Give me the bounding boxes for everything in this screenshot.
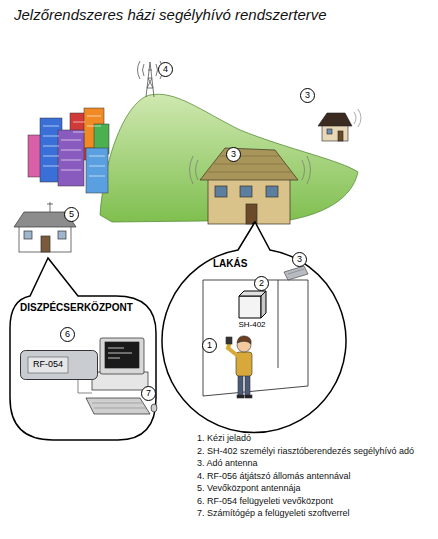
big-house-part <box>215 186 227 197</box>
alarm-transmitter-box: SH-402 <box>234 288 270 334</box>
callout-number: 3 <box>292 252 307 267</box>
dispatch-house-part <box>19 226 71 252</box>
wall-antenna-part <box>284 266 308 280</box>
small-house-part <box>322 124 348 141</box>
city-buildings-part <box>43 116 105 176</box>
legend-row: 4. RF-056 átjátszó állomás antennával <box>197 470 435 483</box>
device-outline-part <box>21 351 98 380</box>
person-figure-part <box>226 337 232 344</box>
room-lines-part <box>278 280 279 368</box>
big-house-part <box>266 186 278 197</box>
callout-number: 3 <box>300 88 315 103</box>
person-figure <box>226 336 252 398</box>
computer-drawing-part <box>92 372 148 390</box>
dispatch-house-part <box>47 202 53 212</box>
diagram-title: Jelzőrendszeres házi segélyhívó rendszer… <box>14 6 327 23</box>
legend-row: 1. Kézi jeladó <box>197 432 435 445</box>
city-buildings <box>28 108 109 193</box>
node-label: SH-402 <box>234 320 270 330</box>
legend-row: 5. Vevőközpont antennája <box>197 482 435 495</box>
city-buildings-part <box>86 148 108 193</box>
small-house-part <box>354 109 361 127</box>
relay-tower-part <box>146 62 154 97</box>
callout-number: 4 <box>158 62 173 77</box>
person-figure-part <box>237 395 244 398</box>
wall-antenna <box>284 266 308 280</box>
computer-drawing-part <box>108 348 132 358</box>
legend-text: 7. Számítógép a felügyeleti szoftverrel <box>197 508 350 518</box>
small-house <box>318 109 361 141</box>
legend-text: 5. Vevőközpont antennája <box>197 483 301 493</box>
big-house-part <box>246 204 257 224</box>
legend-list: 1. Kézi jeladó 2. SH-402 személyi riasztó… <box>197 432 435 520</box>
person-figure-part <box>236 352 252 376</box>
cube-outline-part <box>261 291 266 318</box>
legend-text: 6. RF-054 felügyeleti vevőközpont <box>197 496 333 506</box>
room-lines <box>203 280 308 396</box>
person-figure-part <box>238 374 243 396</box>
device-outline-part <box>28 357 68 373</box>
computer-drawing-part <box>105 342 139 368</box>
bubble-outline <box>10 258 156 440</box>
big-house-part <box>208 176 290 224</box>
receiver-device: RF-054 <box>20 350 98 380</box>
city-buildings-part <box>58 130 84 186</box>
node-label: LAKÁS <box>213 258 247 270</box>
callout-number: 3 <box>226 147 241 162</box>
dispatch-house-part <box>24 231 32 239</box>
computer-drawing-part <box>78 380 92 393</box>
legend-row: 3. Adó antenna <box>197 457 435 470</box>
legend-text: 2. SH-402 személyi riasztóberendezés seg… <box>197 446 414 456</box>
dispatch-bubble: DISZPÉCSERKÖZPONT RF-054 <box>8 258 158 443</box>
person-figure-part <box>237 336 251 344</box>
callout-number: 1 <box>202 338 217 353</box>
legend-row: 7. Számítógép a felügyeleti szoftverrel <box>197 507 435 520</box>
big-house-part <box>240 186 252 197</box>
legend-text: 4. RF-056 átjátszó állomás antennával <box>197 471 351 481</box>
callout-number: 5 <box>64 207 79 222</box>
small-house-part <box>327 129 332 134</box>
dispatch-house-part <box>58 231 66 239</box>
small-house-part <box>338 131 343 141</box>
legend-text: 1. Kézi jeladó <box>197 433 251 443</box>
dispatch-house-part <box>41 236 50 252</box>
computer-drawing-part <box>86 398 150 414</box>
bubble-outline <box>162 222 346 433</box>
person-figure-part <box>245 374 250 396</box>
wall-antenna-part <box>288 269 304 274</box>
room-bubble: LAKÁS SH-402 <box>158 218 348 434</box>
big-house <box>190 148 311 224</box>
room-lines-part <box>203 280 308 396</box>
node-label: RF-054 <box>28 359 68 370</box>
big-house-part <box>200 148 298 180</box>
node-label: DISZPÉCSERKÖZPONT <box>20 302 133 314</box>
legend-row: 2. SH-402 személyi riasztóberendezés seg… <box>197 445 435 458</box>
person-figure-part <box>245 395 252 398</box>
callout-number: 6 <box>60 327 75 342</box>
computer-drawing-part <box>151 404 157 412</box>
callout-number: 2 <box>254 276 269 291</box>
callout-number: 7 <box>141 386 156 401</box>
computer-drawing-part <box>100 338 144 374</box>
big-house-part <box>208 156 292 172</box>
big-house-part <box>190 156 311 184</box>
legend-text: 3. Adó antenna <box>197 458 258 468</box>
computer-drawing-part <box>92 403 146 408</box>
legend-row: 6. RF-054 felügyeleti vevőközpont <box>197 495 435 508</box>
small-house-part <box>318 113 352 126</box>
cube-outline-part <box>239 296 261 318</box>
